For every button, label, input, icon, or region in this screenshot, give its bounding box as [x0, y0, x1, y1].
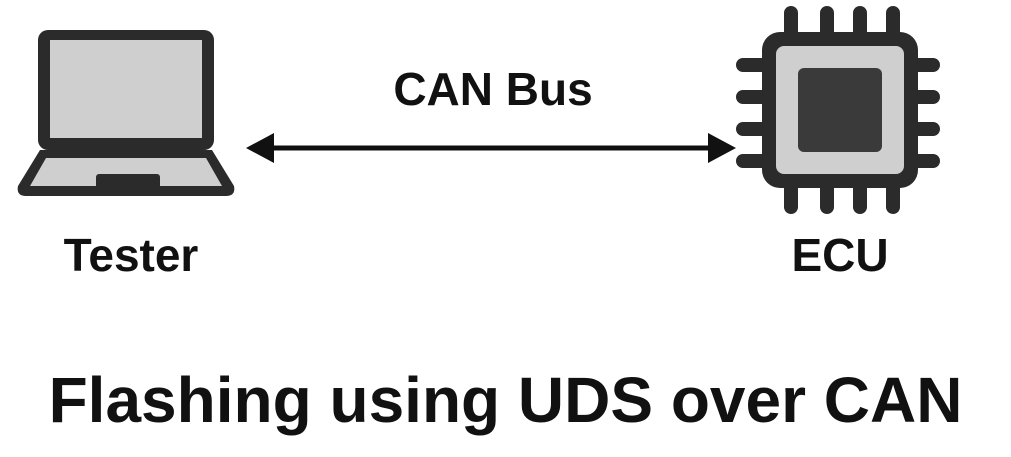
can-bus-arrow — [246, 133, 736, 163]
can-bus-label: CAN Bus — [393, 63, 593, 115]
diagram-title: Flashing using UDS over CAN — [48, 364, 963, 436]
tester-label: Tester — [63, 229, 199, 281]
chip-icon — [736, 6, 940, 214]
laptop-icon — [17, 30, 235, 196]
ecu-label: ECU — [791, 229, 889, 281]
